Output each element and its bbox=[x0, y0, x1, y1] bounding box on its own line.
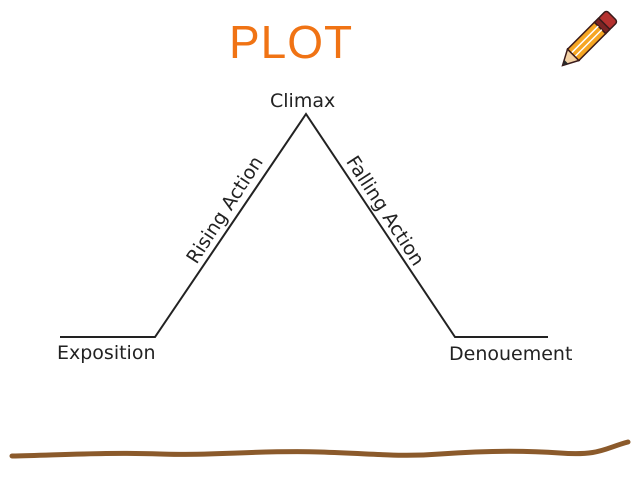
plot-line bbox=[60, 112, 548, 338]
exposition-label: Exposition bbox=[57, 342, 156, 364]
denouement-label: Denouement bbox=[449, 343, 573, 365]
page-title: PLOT bbox=[229, 16, 354, 68]
ground-line bbox=[9, 439, 631, 459]
climax-label: Climax bbox=[270, 90, 336, 112]
